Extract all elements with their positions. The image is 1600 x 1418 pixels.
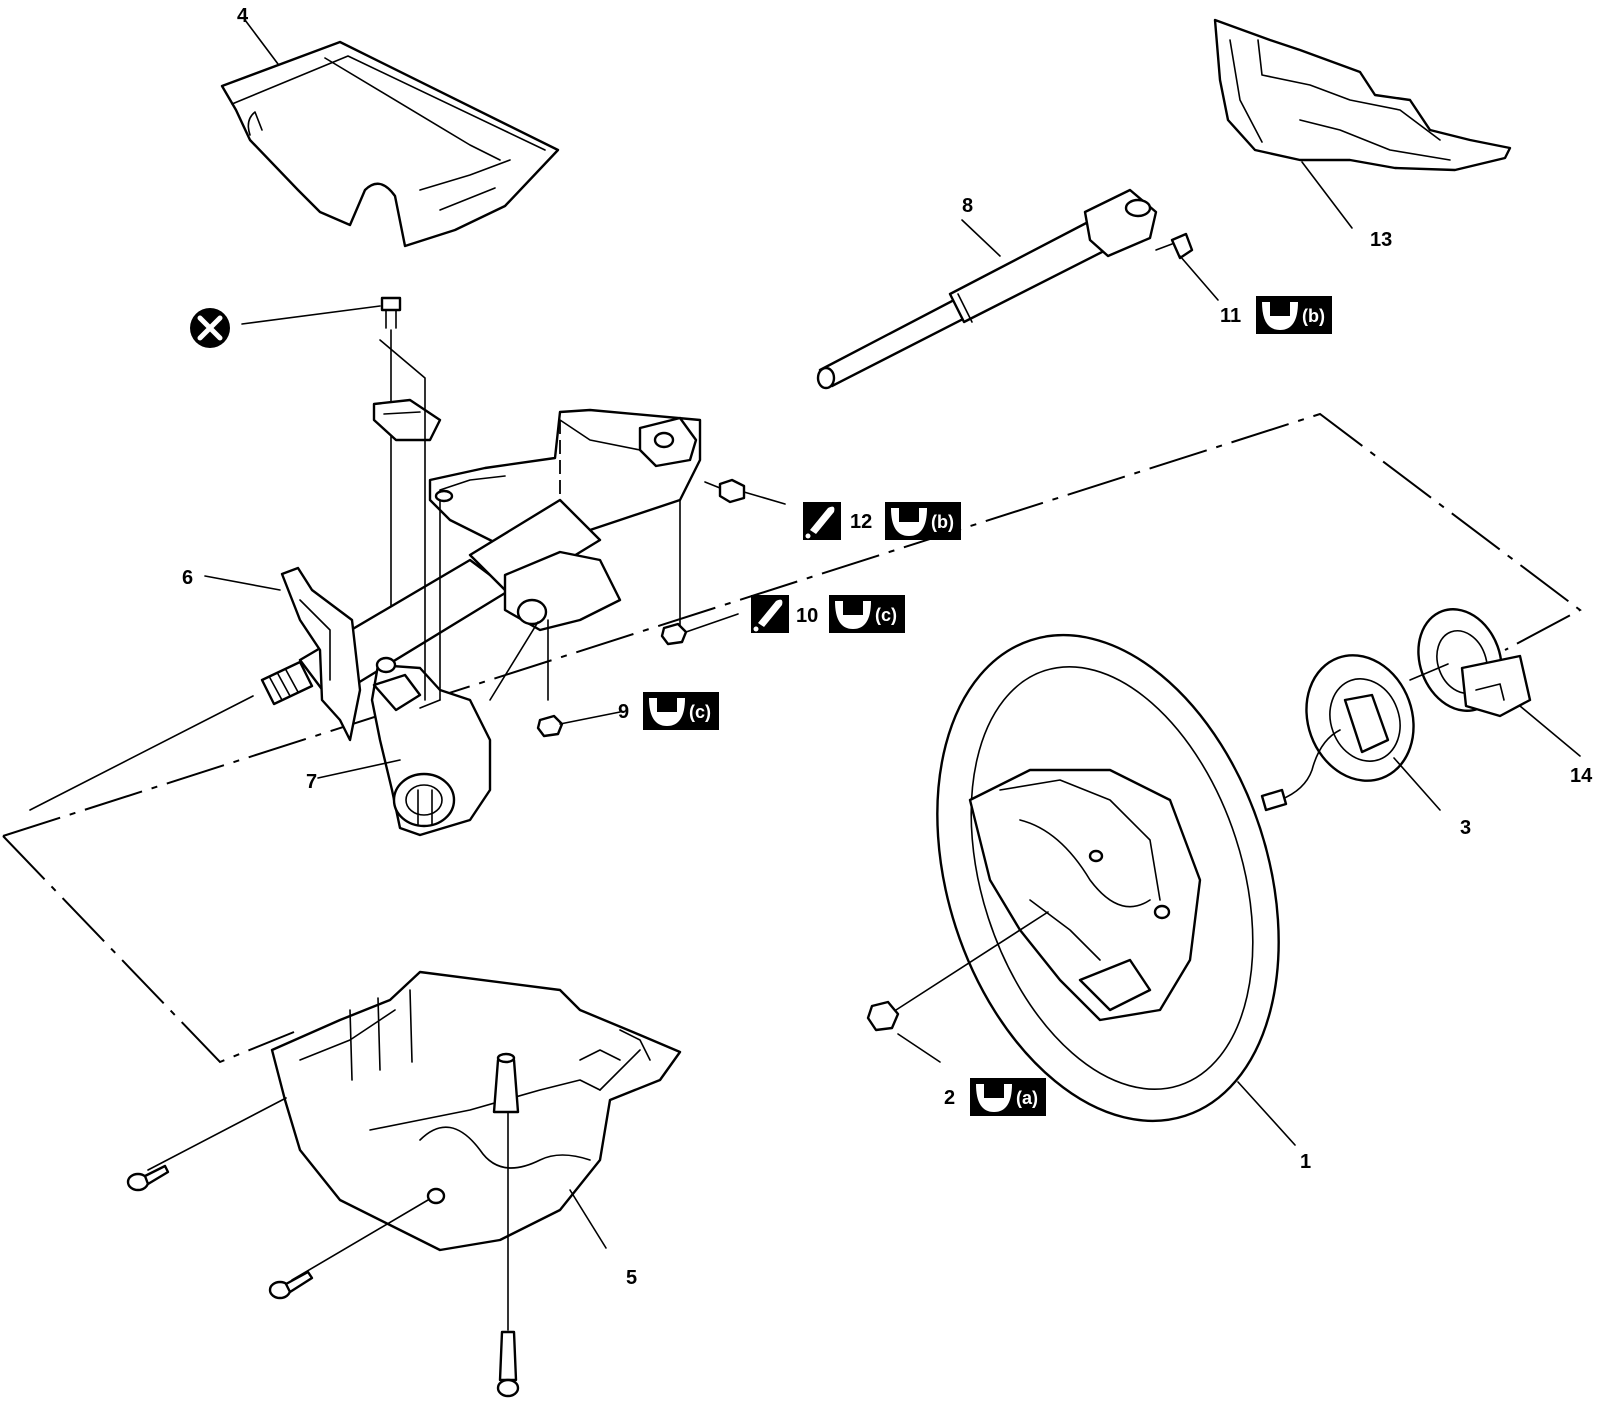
part-label-4: 4 [237,5,249,27]
bolt-11 [1155,232,1194,260]
part-label-11: 11 [1220,305,1241,327]
leader-lines [204,19,1581,1249]
torque-ref-a: (a) [1016,1088,1038,1108]
part-label-9: 9 [618,701,629,723]
part-label-10: 10 [796,605,818,627]
screw-left-upper [126,1097,287,1192]
wrench-icon [1262,302,1298,330]
torque-ref-b: (b) [931,512,954,532]
torque-ref-c: (c) [875,605,897,625]
torque-badge-2: (a) [970,1078,1046,1116]
bolt-12 [704,478,746,504]
contact-coil [1260,654,1415,812]
part-label-1: 1 [1300,1151,1311,1173]
steering-angle-sensor [1409,608,1532,718]
grease-icon [751,595,789,633]
steering-wheel [936,633,1280,1123]
wrench-icon [976,1084,1012,1112]
part-label-14: 14 [1570,765,1593,787]
part-label-5: 5 [626,1267,637,1289]
wrench-icon [649,698,685,726]
part-label-2: 2 [944,1087,955,1109]
wrench-icon [891,508,927,536]
lower-column-cover [270,970,682,1252]
torque-badge-10: (c) [829,595,905,633]
steering-wheel-nut [866,911,1049,1032]
torque-badge-11: (b) [1256,296,1332,334]
part-label-13: 13 [1370,229,1392,251]
assembly-outline-main [2,412,1582,837]
wrench-icon [835,601,871,629]
part-label-6: 6 [182,567,193,589]
torque-ref-c: (c) [689,702,711,722]
nut-9 [536,714,564,738]
x-circle-icon [190,308,230,348]
screw-left-lower [268,1199,429,1300]
intermediate-shaft [816,188,1158,390]
screw-bottom [496,1111,520,1398]
grease-icon [803,502,841,540]
part-label-3: 3 [1460,817,1471,839]
torque-badge-9: (c) [643,692,719,730]
steering-column-assembly [260,339,702,837]
assembly-leader-shaft [29,695,254,811]
torque-badge-12: (b) [885,502,961,540]
part-label-8: 8 [962,195,973,217]
shaft-cover [1213,18,1512,172]
assembly-outline-lower [2,835,295,1064]
nut-10 [660,622,688,646]
upper-column-cover [220,40,560,248]
torque-ref-b: (b) [1302,306,1325,326]
part-label-12: 12 [850,511,872,533]
part-label-7: 7 [306,771,317,793]
